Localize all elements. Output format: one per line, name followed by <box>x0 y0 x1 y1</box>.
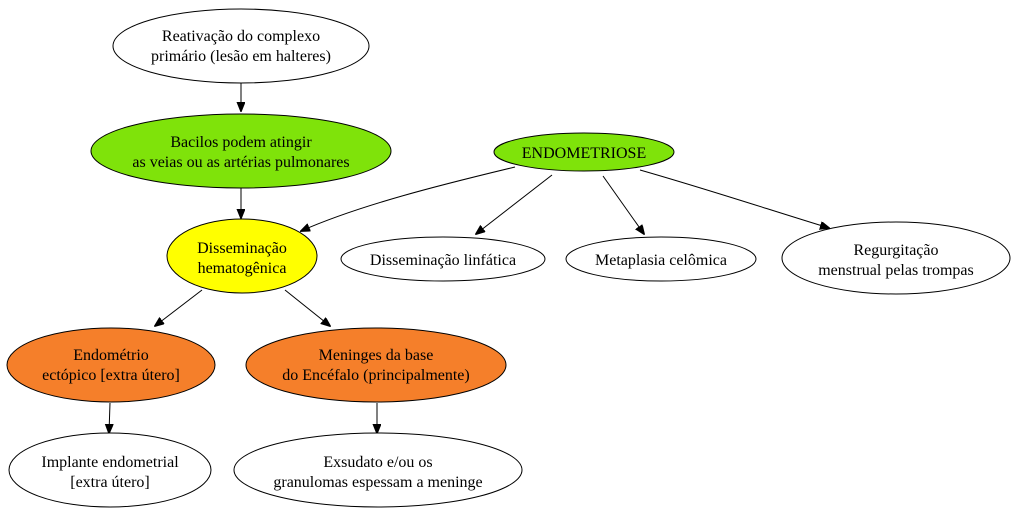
node-endometriose-label: ENDOMETRIOSE <box>522 145 646 162</box>
node-hematogenica-shape <box>166 218 318 294</box>
node-endometrio-line2: ectópico [extra útero] <box>42 367 180 384</box>
node-endometriose: ENDOMETRIOSE <box>493 132 675 172</box>
node-linfatica-shape <box>340 236 546 282</box>
edge-hematogenica-endometrio <box>155 289 203 326</box>
node-meninges: Meninges da base do Encéfalo (principalm… <box>245 327 507 403</box>
node-meninges-line2: do Encéfalo (principalmente) <box>282 367 469 384</box>
node-regurgitacao-shape <box>781 221 1011 295</box>
node-hematogenica-line1: Disseminação <box>197 240 287 257</box>
node-implante-line2: [extra útero] <box>70 474 150 491</box>
node-linfatica-label: Disseminação linfática <box>370 252 516 269</box>
node-bacilos: Bacilos podem atingir as veias ou as art… <box>90 113 392 189</box>
node-reativacao-line1: Reativação do complexo <box>162 28 320 45</box>
node-meninges-line1: Meninges da base <box>319 347 434 364</box>
node-metaplasia-shape <box>565 236 757 282</box>
node-bacilos-line2: as veias ou as artérias pulmonares <box>132 154 349 171</box>
node-exsudato-line2: granulomas espessam a meninge <box>273 474 482 491</box>
edges <box>109 83 829 433</box>
node-exsudato-shape <box>233 432 523 508</box>
node-linfatica: Disseminação linfática <box>340 236 546 282</box>
edge-endometriose-regurgitacao <box>639 169 829 228</box>
node-implante-line1: Implante endometrial <box>41 454 179 471</box>
node-implante-shape <box>8 432 212 508</box>
edge-endometriose-metaplasia <box>602 175 644 234</box>
node-exsudato-line1: Exsudato e/ou os <box>323 454 432 471</box>
node-reativacao-line2: primário (lesão em halteres) <box>151 48 331 65</box>
node-endometrio: Endométrio ectópico [extra útero] <box>6 327 216 403</box>
node-endometriose-shape <box>493 132 675 172</box>
node-hematogenica: Disseminação hematogênica <box>166 218 318 294</box>
node-exsudato: Exsudato e/ou os granulomas espessam a m… <box>233 432 523 508</box>
node-bacilos-shape <box>90 113 392 189</box>
node-meninges-shape <box>245 327 507 403</box>
node-endometrio-shape <box>6 327 216 403</box>
edge-endometrio-implante <box>109 402 110 433</box>
node-metaplasia: Metaplasia celômica <box>565 236 757 282</box>
node-bacilos-line1: Bacilos podem atingir <box>170 134 312 151</box>
node-endometrio-line1: Endométrio <box>73 347 149 364</box>
node-regurgitacao: Regurgitação menstrual pelas trompas <box>781 221 1011 295</box>
node-metaplasia-label: Metaplasia celômica <box>595 252 727 269</box>
node-implante: Implante endometrial [extra útero] <box>8 432 212 508</box>
edge-endometriose-hematogenica <box>301 166 516 231</box>
node-reativacao-shape <box>112 8 370 84</box>
node-regurgitacao-line2: menstrual pelas trompas <box>818 262 974 279</box>
edge-hematogenica-meninges <box>284 289 330 326</box>
node-hematogenica-line2: hematogênica <box>198 260 287 277</box>
node-reativacao: Reativação do complexo primário (lesão e… <box>112 8 370 84</box>
node-regurgitacao-line1: Regurgitação <box>853 242 938 259</box>
edge-endometriose-linfatica <box>476 174 553 234</box>
